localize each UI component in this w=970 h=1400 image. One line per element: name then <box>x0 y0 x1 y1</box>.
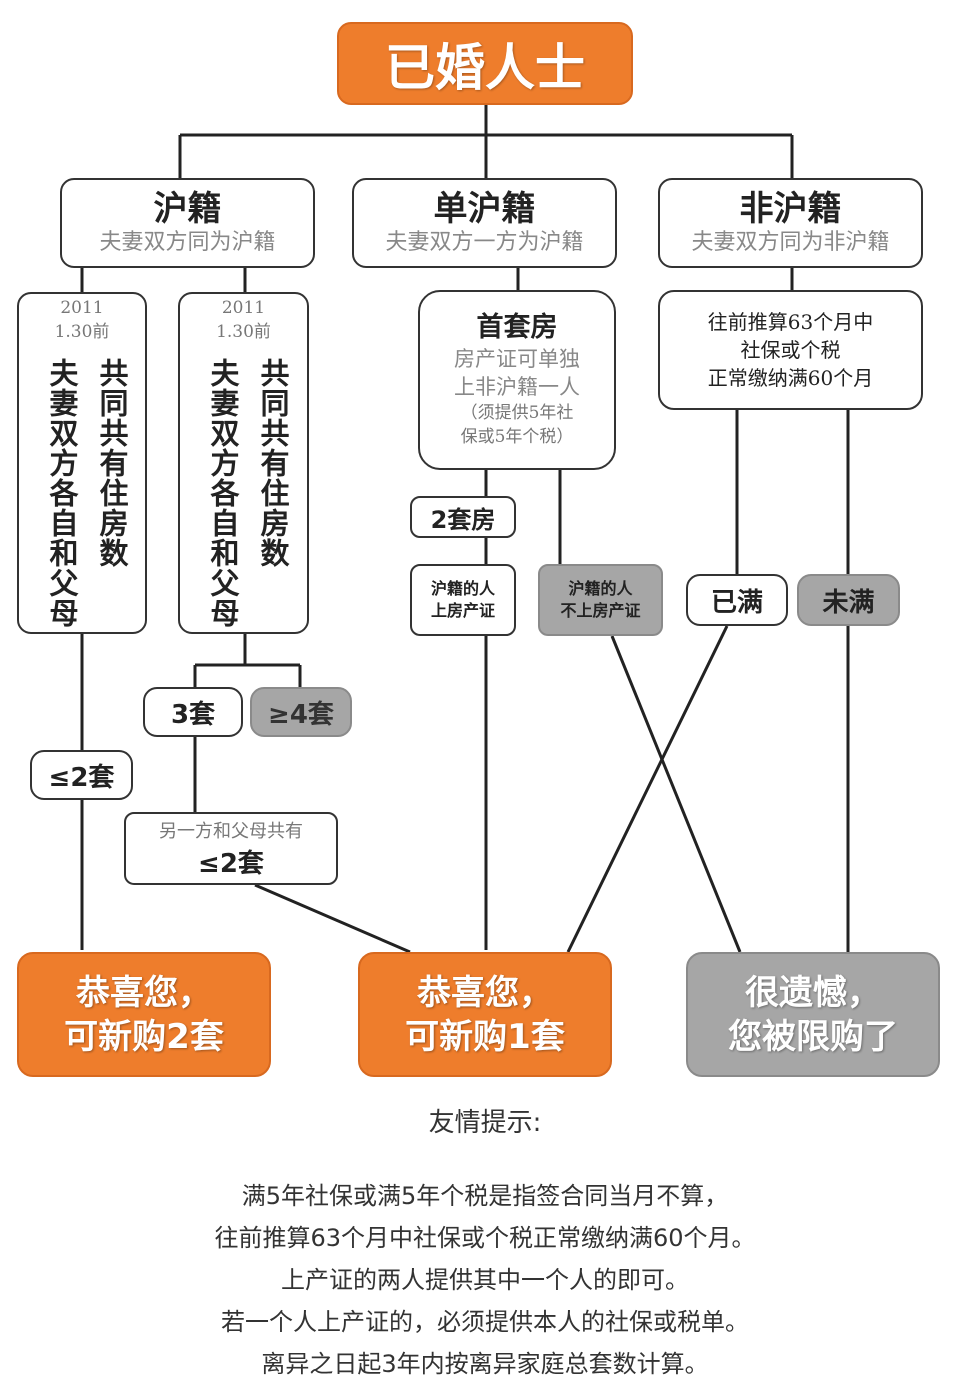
notes-title: 友情提示: <box>428 1108 542 1138</box>
tag-three: 3套 <box>143 687 243 737</box>
result-restricted: 很遗憾， 您被限购了 <box>686 952 940 1077</box>
hj-left-col1: 共同共有住房数 <box>95 358 129 568</box>
cert-line2: 上房产证 <box>430 601 495 620</box>
married-node: 已婚人士 <box>337 22 633 105</box>
note-line: 上产证的两人提供其中一个人的即可。 <box>281 1266 689 1294</box>
nocert-box: 沪籍的人 不上房产证 <box>538 564 663 636</box>
branch-nonhj-subtitle: 夫妻双方同为非沪籍 <box>691 230 890 255</box>
note-line: 满5年社保或满5年个税是指签合同当月不算， <box>241 1182 729 1210</box>
hj-right-date: 2011 1.30前 <box>180 296 307 344</box>
result-restricted-line1: 很遗憾， <box>745 972 881 1013</box>
result-restricted-line2: 您被限购了 <box>728 1016 898 1057</box>
branch-nonhj-title: 非沪籍 <box>739 189 842 229</box>
first-home-box: 首套房 房产证可单独 上非沪籍一人 （须提供5年社 保或5年个税） <box>418 290 616 470</box>
first-home-line4: 保或5年个税） <box>460 427 574 447</box>
other-party-line1: 另一方和父母共有 <box>159 821 303 842</box>
first-home-line3: （须提供5年社 <box>460 403 574 423</box>
tag-two-house: 2套房 <box>410 496 516 538</box>
result-two-line2: 可新购2套 <box>64 1016 224 1057</box>
other-party-box: 另一方和父母共有 ≤2套 <box>124 812 338 885</box>
other-party-line2: ≤2套 <box>198 849 264 879</box>
branch-single-subtitle: 夫妻双方一方为沪籍 <box>385 230 584 255</box>
tag-le2: ≤2套 <box>30 750 133 800</box>
first-home-line2: 上非沪籍一人 <box>454 375 580 399</box>
branch-nonhj: 非沪籍 夫妻双方同为非沪籍 <box>658 178 923 268</box>
nocert-line2: 不上房产证 <box>560 601 641 620</box>
nonhj-line1: 往前推算63个月中 <box>707 310 874 334</box>
first-home-title: 首套房 <box>476 312 558 343</box>
nocert-line1: 沪籍的人 <box>568 579 633 598</box>
tag-weiman: 未满 <box>797 574 900 626</box>
connector-yiman-to-result <box>566 625 729 953</box>
hj-left-box: 2011 1.30前 共同共有住房数 夫妻双方各自和父母 <box>17 292 147 634</box>
result-two-line1: 恭喜您， <box>76 972 212 1013</box>
notes-list: 满5年社保或满5年个税是指签合同当月不算， 往前推算63个月中社保或个税正常缴纳… <box>0 1175 970 1385</box>
hj-right-col2: 夫妻双方各自和父母 <box>206 358 240 628</box>
branch-hj: 沪籍 夫妻双方同为沪籍 <box>60 178 315 268</box>
result-two-homes: 恭喜您， 可新购2套 <box>17 952 271 1077</box>
hj-right-date-day: 1.30前 <box>216 322 271 342</box>
hj-left-date-year: 2011 <box>60 298 104 318</box>
branch-single: 单沪籍 夫妻双方一方为沪籍 <box>352 178 617 268</box>
branch-hj-title: 沪籍 <box>153 189 222 229</box>
tag-ge4: ≥4套 <box>250 687 352 737</box>
result-one-home: 恭喜您， 可新购1套 <box>358 952 612 1077</box>
hj-left-col2: 夫妻双方各自和父母 <box>45 358 79 628</box>
hj-right-col1: 共同共有住房数 <box>256 358 290 568</box>
hj-right-box: 2011 1.30前 共同共有住房数 夫妻双方各自和父母 <box>178 292 309 634</box>
branch-single-title: 单沪籍 <box>433 189 536 229</box>
branch-hj-subtitle: 夫妻双方同为沪籍 <box>99 230 276 255</box>
first-home-line1: 房产证可单独 <box>454 347 580 371</box>
note-line: 往前推算63个月中社保或个税正常缴纳满60个月。 <box>214 1224 756 1252</box>
cert-line1: 沪籍的人 <box>430 579 495 598</box>
result-one-line2: 可新购1套 <box>405 1016 565 1057</box>
note-line: 离异之日起3年内按离异家庭总套数计算。 <box>261 1350 709 1378</box>
note-line: 若一个人上产证的，必须提供本人的社保或税单。 <box>221 1308 749 1336</box>
nonhj-line2: 社保或个税 <box>740 338 841 362</box>
hj-left-date: 2011 1.30前 <box>19 296 145 344</box>
tag-yiman: 已满 <box>686 574 788 626</box>
nonhj-condition-box: 往前推算63个月中 社保或个税 正常缴纳满60个月 <box>658 290 923 410</box>
nonhj-line3: 正常缴纳满60个月 <box>707 366 874 390</box>
connector-nocert-to-gray <box>610 635 742 953</box>
connector-other-to-result <box>254 883 411 954</box>
hj-right-date-year: 2011 <box>221 298 266 318</box>
married-title: 已婚人士 <box>385 38 585 97</box>
cert-box: 沪籍的人 上房产证 <box>410 564 516 636</box>
result-one-line1: 恭喜您， <box>417 972 553 1013</box>
hj-left-date-day: 1.30前 <box>54 322 110 342</box>
